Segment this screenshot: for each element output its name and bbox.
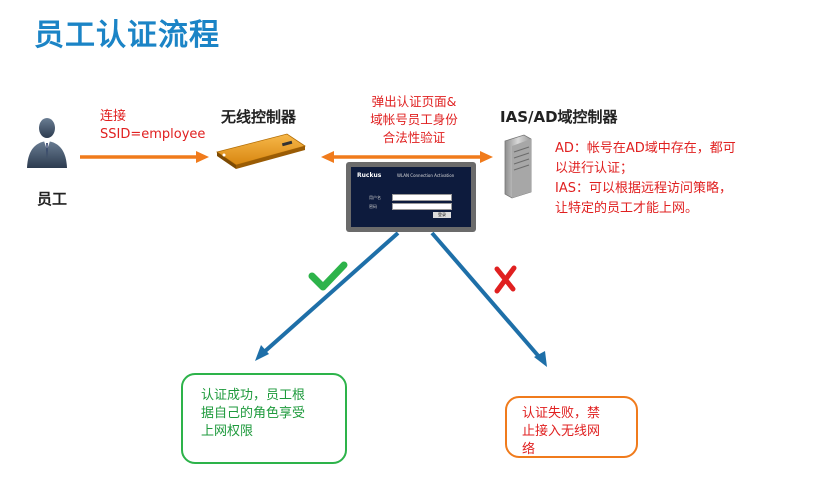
login-page-screenshot: Ruckus WLAN Connection Activation 用户名 密码… <box>346 162 476 232</box>
ruckus-logo: Ruckus <box>357 172 382 179</box>
ad-line: AD：帐号在AD域中存在，都可 <box>555 141 736 156</box>
ad-line: IAS：可以根据远程访问策略， <box>555 181 732 196</box>
connect-line: SSID=employee <box>100 127 206 142</box>
fail-line: 认证失败，禁 <box>522 406 601 421</box>
success-line: 认证成功，员工根 <box>201 388 306 403</box>
connect-label: 连接 SSID=employee <box>100 108 205 144</box>
fail-box: 认证失败，禁 止接入无线网 络 <box>505 396 638 458</box>
person-icon <box>27 118 67 168</box>
employee-label: 员工 <box>37 190 68 208</box>
ad-description: AD：帐号在AD域中存在，都可 以进行认证； IAS：可以根据远程访问策略， 让… <box>555 139 780 219</box>
fail-arrow <box>430 231 543 361</box>
success-line: 上网权限 <box>201 424 254 439</box>
server-icon <box>504 134 532 199</box>
username-field <box>392 194 452 201</box>
popup-line: 合法性验证 <box>382 130 446 145</box>
popup-auth-label: 弹出认证页面& 域帐号员工身份 合法性验证 <box>355 93 473 147</box>
fail-line: 络 <box>522 442 536 457</box>
wlan-controller-label: 无线控制器 <box>221 108 297 126</box>
login-page-panel: Ruckus WLAN Connection Activation 用户名 密码… <box>351 167 471 227</box>
success-box: 认证成功，员工根 据自己的角色享受 上网权限 <box>181 373 347 464</box>
success-arrow <box>261 231 400 355</box>
cross-icon <box>494 265 517 294</box>
check-icon <box>308 261 348 291</box>
ad-line: 让特定的员工才能上网。 <box>555 201 699 216</box>
popup-line: 域帐号员工身份 <box>370 112 458 127</box>
ad-controller-label: IAS/AD域控制器 <box>500 108 618 126</box>
popup-line: 弹出认证页面& <box>371 94 457 109</box>
success-line: 据自己的角色享受 <box>201 406 306 421</box>
login-button: 登录 <box>433 212 451 218</box>
controller-device-icon <box>216 133 306 169</box>
ad-line: 以进行认证； <box>555 161 634 176</box>
password-field <box>392 203 452 210</box>
page-title: 员工认证流程 <box>34 18 220 53</box>
password-label: 密码 <box>369 204 377 209</box>
login-page-heading: WLAN Connection Activation <box>397 173 455 178</box>
username-label: 用户名 <box>369 195 381 200</box>
connect-line: 连接 <box>100 109 127 124</box>
fail-line: 止接入无线网 <box>522 424 601 439</box>
